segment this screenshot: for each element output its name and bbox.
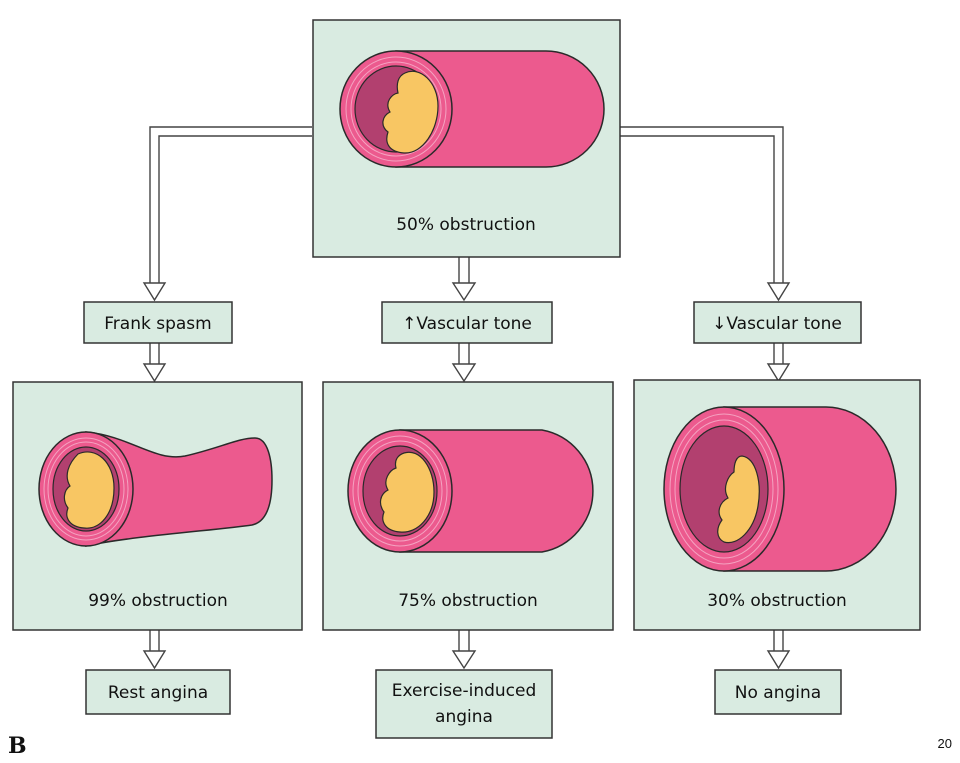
outcome-box-rest-angina: Rest angina	[85, 669, 231, 715]
arrow-top-to-increased-tone	[451, 257, 477, 302]
arrow-top-to-frank-spasm	[142, 126, 312, 302]
plaque-75	[379, 451, 435, 533]
outcome-box-exercise-angina: Exercise-induced angina	[375, 669, 553, 739]
top-panel: 50% obstruction	[312, 19, 621, 258]
arrow-panel-to-no-angina	[766, 630, 791, 670]
condition-label-decreased-tone: ↓Vascular tone	[712, 314, 842, 334]
panel-75-obstruction: 75% obstruction	[322, 381, 614, 631]
panel-30-obstruction: 30% obstruction	[633, 379, 921, 631]
obstruction-label-30: 30% obstruction	[707, 591, 847, 611]
arrow-panel-to-rest-angina	[142, 630, 167, 670]
outcome-label-exercise-line1: Exercise-induced	[392, 681, 537, 701]
obstruction-label-99: 99% obstruction	[88, 591, 228, 611]
vessel-50-illustration	[339, 50, 605, 168]
outcome-label-no-angina: No angina	[735, 683, 821, 703]
condition-box-decreased-tone: ↓Vascular tone	[693, 301, 862, 344]
outcome-label-exercise-line2: angina	[435, 707, 493, 727]
vessel-30-illustration	[663, 406, 897, 572]
arrow-decreased-tone-to-panel	[766, 343, 791, 383]
vessel-99-illustration	[38, 431, 273, 547]
plaque-30	[717, 455, 760, 544]
condition-label-frank-spasm: Frank spasm	[104, 314, 211, 334]
arrow-panel-to-exercise-angina	[451, 630, 477, 670]
arrow-frank-spasm-to-panel	[142, 343, 167, 383]
arrow-top-to-decreased-tone	[620, 126, 791, 302]
plaque-50	[382, 70, 439, 154]
outcome-label-rest-angina: Rest angina	[108, 683, 208, 703]
outcome-box-no-angina: No angina	[714, 669, 842, 715]
top-obstruction-label: 50% obstruction	[396, 215, 536, 235]
condition-box-frank-spasm: Frank spasm	[83, 301, 233, 344]
condition-box-increased-tone: ↑Vascular tone	[381, 301, 553, 344]
plaque-99	[63, 451, 115, 529]
connector-arrows	[142, 126, 791, 670]
vessel-75-illustration	[347, 429, 594, 553]
figure-letter: B	[8, 733, 27, 759]
arrow-increased-tone-to-panel	[451, 343, 477, 383]
panel-99-obstruction: 99% obstruction	[12, 381, 303, 631]
obstruction-label-75: 75% obstruction	[398, 591, 538, 611]
condition-label-increased-tone: ↑Vascular tone	[402, 314, 532, 334]
page-number: 20	[938, 736, 952, 751]
